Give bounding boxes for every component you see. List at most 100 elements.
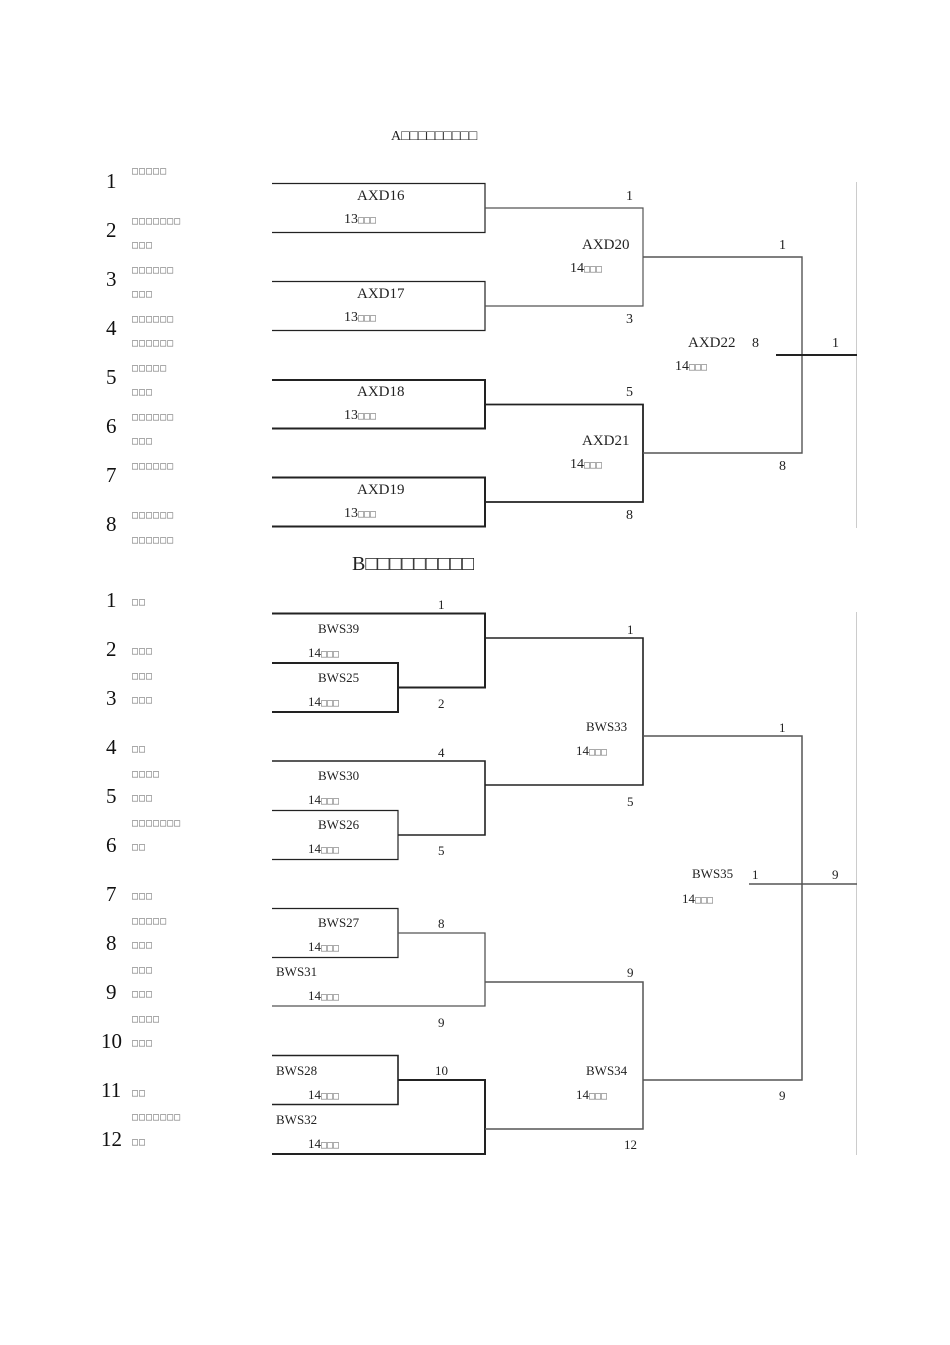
match-code: AXD18 <box>357 384 405 400</box>
bracket-axd20 <box>485 207 644 307</box>
team-name: □□□ <box>132 965 154 976</box>
seed-a-7: 7 <box>106 463 117 487</box>
match-box-bws31 <box>272 932 486 1007</box>
bracket-axd21 <box>485 403 644 503</box>
match-code: AXD20 <box>582 237 630 253</box>
match-time: 14□□□ <box>675 359 708 374</box>
match-code: AXD17 <box>357 286 405 302</box>
result-number: 5 <box>626 385 633 400</box>
result-number: 9 <box>779 1088 786 1103</box>
team-name: □□□ <box>132 1038 154 1049</box>
result-number: 12 <box>624 1137 637 1152</box>
seed-a-4: 4 <box>106 316 117 340</box>
match-code: AXD22 <box>688 335 736 351</box>
team-name: □□□ <box>132 387 154 398</box>
match-code: AXD19 <box>357 482 405 498</box>
champion-number: 9 <box>832 867 839 882</box>
seed-a-1: 1 <box>106 169 117 193</box>
match-time: 14□□□ <box>576 743 608 758</box>
match-time: 13□□□ <box>344 506 377 521</box>
match-time: 14□□□ <box>308 1087 340 1102</box>
result-number: 1 <box>627 622 634 637</box>
team-name: □□□□□□□ <box>132 818 182 829</box>
champion-number: 1 <box>832 336 839 351</box>
match-time: 13□□□ <box>344 408 377 423</box>
match-box-bws26 <box>272 809 399 861</box>
seed-b-3: 3 <box>106 686 117 710</box>
seed-a-6: 6 <box>106 414 117 438</box>
result-number: 1 <box>752 867 759 882</box>
result-number: 8 <box>779 459 786 474</box>
group-b-title: B□□□□□□□□□ <box>352 553 475 575</box>
match-code: BWS25 <box>318 670 360 685</box>
team-name: □□□ <box>132 289 154 300</box>
match-code: BWS28 <box>276 1063 318 1078</box>
seed-b-11: 11 <box>101 1078 122 1102</box>
team-name: □□□ <box>132 240 154 251</box>
seed-b-4: 4 <box>106 735 117 759</box>
team-name: □□□ <box>132 940 154 951</box>
team-name: □□ <box>132 1137 147 1148</box>
result-number: 5 <box>438 843 445 858</box>
match-code: BWS33 <box>586 719 628 734</box>
match-code: BWS34 <box>586 1063 628 1078</box>
seed-b-7: 7 <box>106 882 117 906</box>
seed-a-5: 5 <box>106 365 117 389</box>
match-code: AXD16 <box>357 188 405 204</box>
match-time: 14□□□ <box>682 891 714 906</box>
match-time: 14□□□ <box>308 939 340 954</box>
result-number: 1 <box>626 189 633 204</box>
team-name: □□ <box>132 1088 147 1099</box>
team-name: □□□□□ <box>132 363 168 374</box>
team-name: □□□□ <box>132 769 161 780</box>
team-name: □□□□□□ <box>132 510 175 521</box>
team-name: □□□□□□□ <box>132 1112 182 1123</box>
match-time: 13□□□ <box>344 212 377 227</box>
bracket-bws33 <box>485 637 644 786</box>
match-box-bws25 <box>272 662 399 713</box>
match-time: 14□□□ <box>570 261 603 276</box>
match-code: BWS32 <box>276 1112 318 1127</box>
team-name: □□□□□□ <box>132 461 175 472</box>
match-code: BWS30 <box>318 768 360 783</box>
seed-a-3: 3 <box>106 267 117 291</box>
group-a-title: A□□□□□□□□□ <box>391 129 478 144</box>
match-code: BWS26 <box>318 817 360 832</box>
bracket-bws34 <box>485 981 644 1130</box>
seed-b-8: 8 <box>106 931 117 955</box>
team-name: □□ <box>132 842 147 853</box>
team-name: □□□□□□□ <box>132 216 182 227</box>
team-name: □□□□□ <box>132 916 168 927</box>
bracket-bws35 <box>643 735 803 1081</box>
match-time: 14□□□ <box>308 792 340 807</box>
team-name: □□ <box>132 744 147 755</box>
match-time: 14□□□ <box>576 1087 608 1102</box>
team-name: □□□ <box>132 989 154 1000</box>
result-number: 8 <box>752 336 759 351</box>
match-time: 14□□□ <box>308 694 340 709</box>
result-number: 1 <box>779 720 786 735</box>
match-box-bws30 <box>272 760 486 836</box>
team-name: □□□□□□ <box>132 535 175 546</box>
seed-b-6: 6 <box>106 833 117 857</box>
result-number: 10 <box>435 1063 448 1078</box>
match-box-bws32 <box>272 1079 486 1155</box>
result-number: 9 <box>438 1015 445 1030</box>
team-name: □□□ <box>132 793 154 804</box>
result-number: 4 <box>438 745 445 760</box>
seed-b-5: 5 <box>106 784 117 808</box>
match-code: AXD21 <box>582 433 630 449</box>
match-code: BWS35 <box>692 866 734 881</box>
team-name: □□□ <box>132 646 154 657</box>
match-time: 14□□□ <box>308 1136 340 1151</box>
team-name: □□□ <box>132 891 154 902</box>
match-time: 14□□□ <box>308 841 340 856</box>
seed-b-2: 2 <box>106 637 117 661</box>
match-time: 13□□□ <box>344 310 377 325</box>
seed-b-12: 12 <box>101 1127 122 1151</box>
team-name: □□□□□□ <box>132 338 175 349</box>
result-number: 1 <box>438 597 445 612</box>
match-code: BWS39 <box>318 621 360 636</box>
result-number: 1 <box>779 238 786 253</box>
